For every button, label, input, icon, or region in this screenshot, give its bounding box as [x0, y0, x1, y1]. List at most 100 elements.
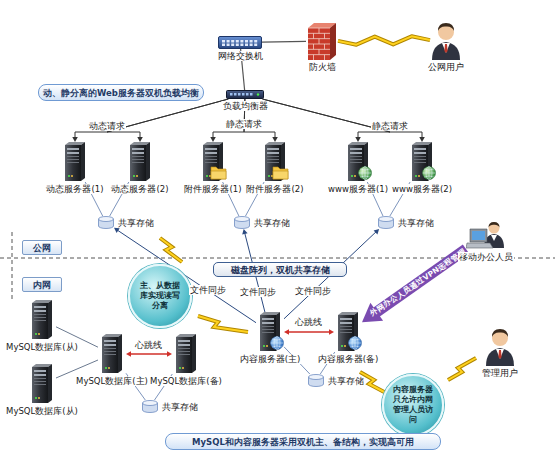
node-label: 公网用户: [427, 62, 465, 72]
icon-part: [491, 235, 497, 241]
icon-part: [351, 175, 353, 177]
connector-label: 静态请求: [371, 121, 409, 131]
lightning-symbol: [360, 372, 388, 394]
connector-path: [284, 347, 310, 374]
icon-part: [38, 397, 40, 399]
lightning-symbol: [198, 316, 248, 332]
icon-part: [263, 345, 265, 347]
icon-part: [211, 171, 226, 179]
icon-part: [132, 162, 144, 163]
database-server: MySQL数据库(主): [98, 334, 126, 374]
connector-path: [288, 331, 330, 333]
banner-box: 磁盘阵列，双机共享存储: [213, 262, 347, 277]
icon-part: [250, 40, 253, 43]
icon-part: [211, 167, 226, 179]
icon-part: [130, 145, 146, 181]
icon-part: [104, 340, 116, 342]
connector-line: [320, 352, 335, 374]
icon-part: [432, 42, 460, 60]
node-label: MySQL数据库(备): [149, 376, 223, 386]
heartbeat-line: [284, 329, 334, 335]
lightning-outline: [338, 36, 430, 44]
icon-part: [231, 40, 234, 43]
storage-symbol: [378, 216, 394, 229]
database-server: MySQL数据库(备): [172, 334, 200, 374]
connector-path: [367, 182, 383, 216]
icon-part: [267, 156, 279, 157]
icon-part: [34, 310, 46, 312]
connector-line: [223, 182, 239, 216]
connector-path: [56, 327, 98, 347]
icon-part: [262, 329, 274, 330]
icon-part: [34, 381, 46, 382]
device-symbol: [344, 142, 372, 182]
arrow-head: [419, 137, 425, 142]
icon-part: [267, 152, 279, 154]
load-balancer: 负载均衡器: [226, 90, 264, 99]
icon-part: [444, 44, 447, 53]
icon-part: [68, 175, 70, 177]
zone-divider: [12, 232, 13, 300]
icon-part: [230, 93, 233, 96]
device-symbol: [218, 36, 262, 49]
icon-part: [105, 367, 107, 369]
icon-part: [182, 367, 184, 369]
lightning-symbol: [448, 358, 476, 380]
arrow-head: [210, 137, 216, 142]
banner-box: MySQL和内容服务器采用双机主、备结构，实现高可用: [165, 433, 441, 450]
icon-part: [250, 44, 253, 47]
icon-part: [67, 152, 79, 154]
connector-label: 动态请求: [88, 121, 126, 131]
lightning-core: [338, 36, 430, 44]
node-label: www服务器(1): [327, 184, 389, 194]
icon-part: [192, 334, 196, 373]
icon-part: [238, 93, 241, 96]
icon-part: [486, 348, 514, 366]
note-circle: 内容服务器只允许内网管理人员访问: [382, 374, 444, 436]
arrow-head: [374, 229, 380, 234]
connector-line: [367, 182, 383, 216]
connector-path: [284, 232, 376, 319]
icon-part: [71, 175, 73, 177]
icon-part: [104, 354, 116, 355]
connector-line: [126, 373, 145, 400]
icon-part: [489, 223, 500, 234]
icon-part: [362, 167, 368, 180]
icon-part: [178, 348, 190, 349]
node-label: 动态服务器(1): [45, 184, 104, 194]
icon-part: [274, 337, 280, 350]
firewall: 防火墙: [306, 22, 338, 60]
icon-part: [108, 367, 110, 369]
content-server: 内容服务器(备): [334, 312, 362, 352]
icon-part: [34, 320, 46, 321]
icon-part: [324, 55, 325, 60]
box-text: 磁盘阵列，双机共享存储: [231, 265, 330, 275]
icon-part: [350, 156, 362, 157]
icon-part: [489, 222, 500, 228]
icon-part: [132, 156, 144, 157]
device-symbol: [126, 142, 154, 182]
icon-part: [308, 28, 330, 60]
icon-part: [415, 175, 417, 177]
connector-label: 文件同步: [294, 286, 332, 296]
icon-part: [470, 229, 487, 242]
node-label: MySQL数据库(从): [5, 406, 79, 416]
icon-part: [308, 33, 330, 34]
icon-part: [472, 231, 485, 240]
user-icon: 管理用户: [484, 326, 516, 366]
storage-symbol: [142, 400, 158, 413]
connector-path: [320, 352, 335, 374]
icon-part: [267, 162, 279, 163]
content-server: 内容服务器(主): [256, 312, 284, 352]
icon-part: [340, 318, 352, 320]
icon-part: [442, 43, 450, 53]
connector-path: [75, 99, 228, 138]
icon-part: [271, 337, 284, 350]
icon-part: [254, 44, 257, 47]
connector-path: [262, 99, 390, 138]
icon-part: [344, 345, 346, 347]
icon-part: [330, 23, 336, 60]
icon-part: [246, 93, 249, 96]
device-symbol: [256, 312, 284, 352]
connector-path: [245, 233, 265, 312]
